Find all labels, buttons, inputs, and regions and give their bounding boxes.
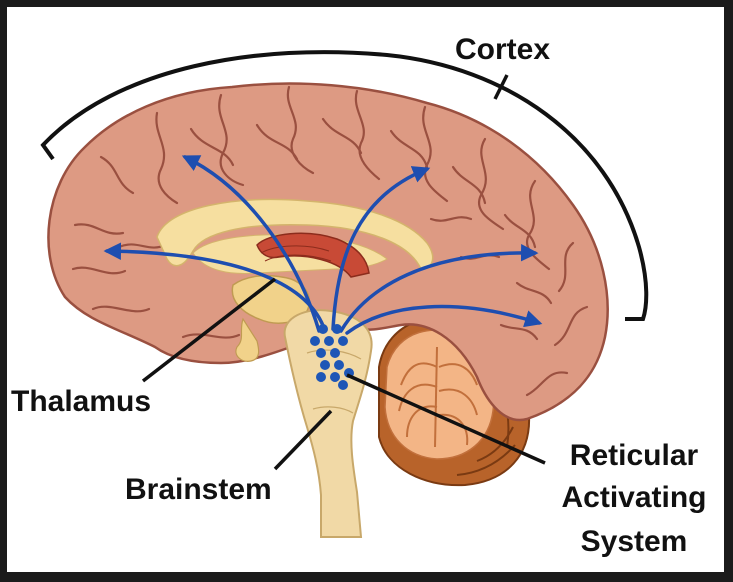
ras-arrows: [103, 155, 543, 335]
ras-label-line2: Activating: [561, 481, 706, 514]
ras-dot: [338, 336, 348, 346]
thalamus-label: Thalamus: [11, 385, 151, 418]
ras-dot: [332, 324, 342, 334]
thalamus-leader-line: [141, 277, 277, 383]
diagram-frame: Cortex Thalamus Brainstem Reticular Acti…: [7, 7, 724, 572]
arrowhead-icon: [345, 304, 543, 335]
ras-dot-cluster: [310, 324, 354, 390]
ras-dot: [338, 380, 348, 390]
cortex-leader-line: [493, 74, 509, 100]
brainstem-label: Brainstem: [125, 473, 272, 506]
ras-dot: [334, 360, 344, 370]
ras-label-line3: System: [581, 525, 688, 558]
arrowhead-icon: [331, 166, 431, 331]
brain-diagram: Cortex Thalamus Brainstem Reticular Acti…: [11, 33, 707, 558]
cortex-label: Cortex: [455, 33, 550, 66]
ras-dot: [320, 360, 330, 370]
brainstem-leader-line: [273, 409, 333, 471]
ras-dot: [330, 348, 340, 358]
ras-dot: [316, 348, 326, 358]
ras-dot: [310, 336, 320, 346]
ras-leader-line: [346, 373, 546, 465]
arrowhead-icon: [103, 242, 327, 333]
cortex-bracket: [40, 50, 649, 321]
ras-dot: [316, 372, 326, 382]
ras-dot: [324, 336, 334, 346]
ras-dot: [330, 372, 340, 382]
ras-dot: [318, 324, 328, 334]
arrowhead-icon: [339, 243, 539, 333]
ras-label-line1: Reticular: [570, 439, 699, 472]
